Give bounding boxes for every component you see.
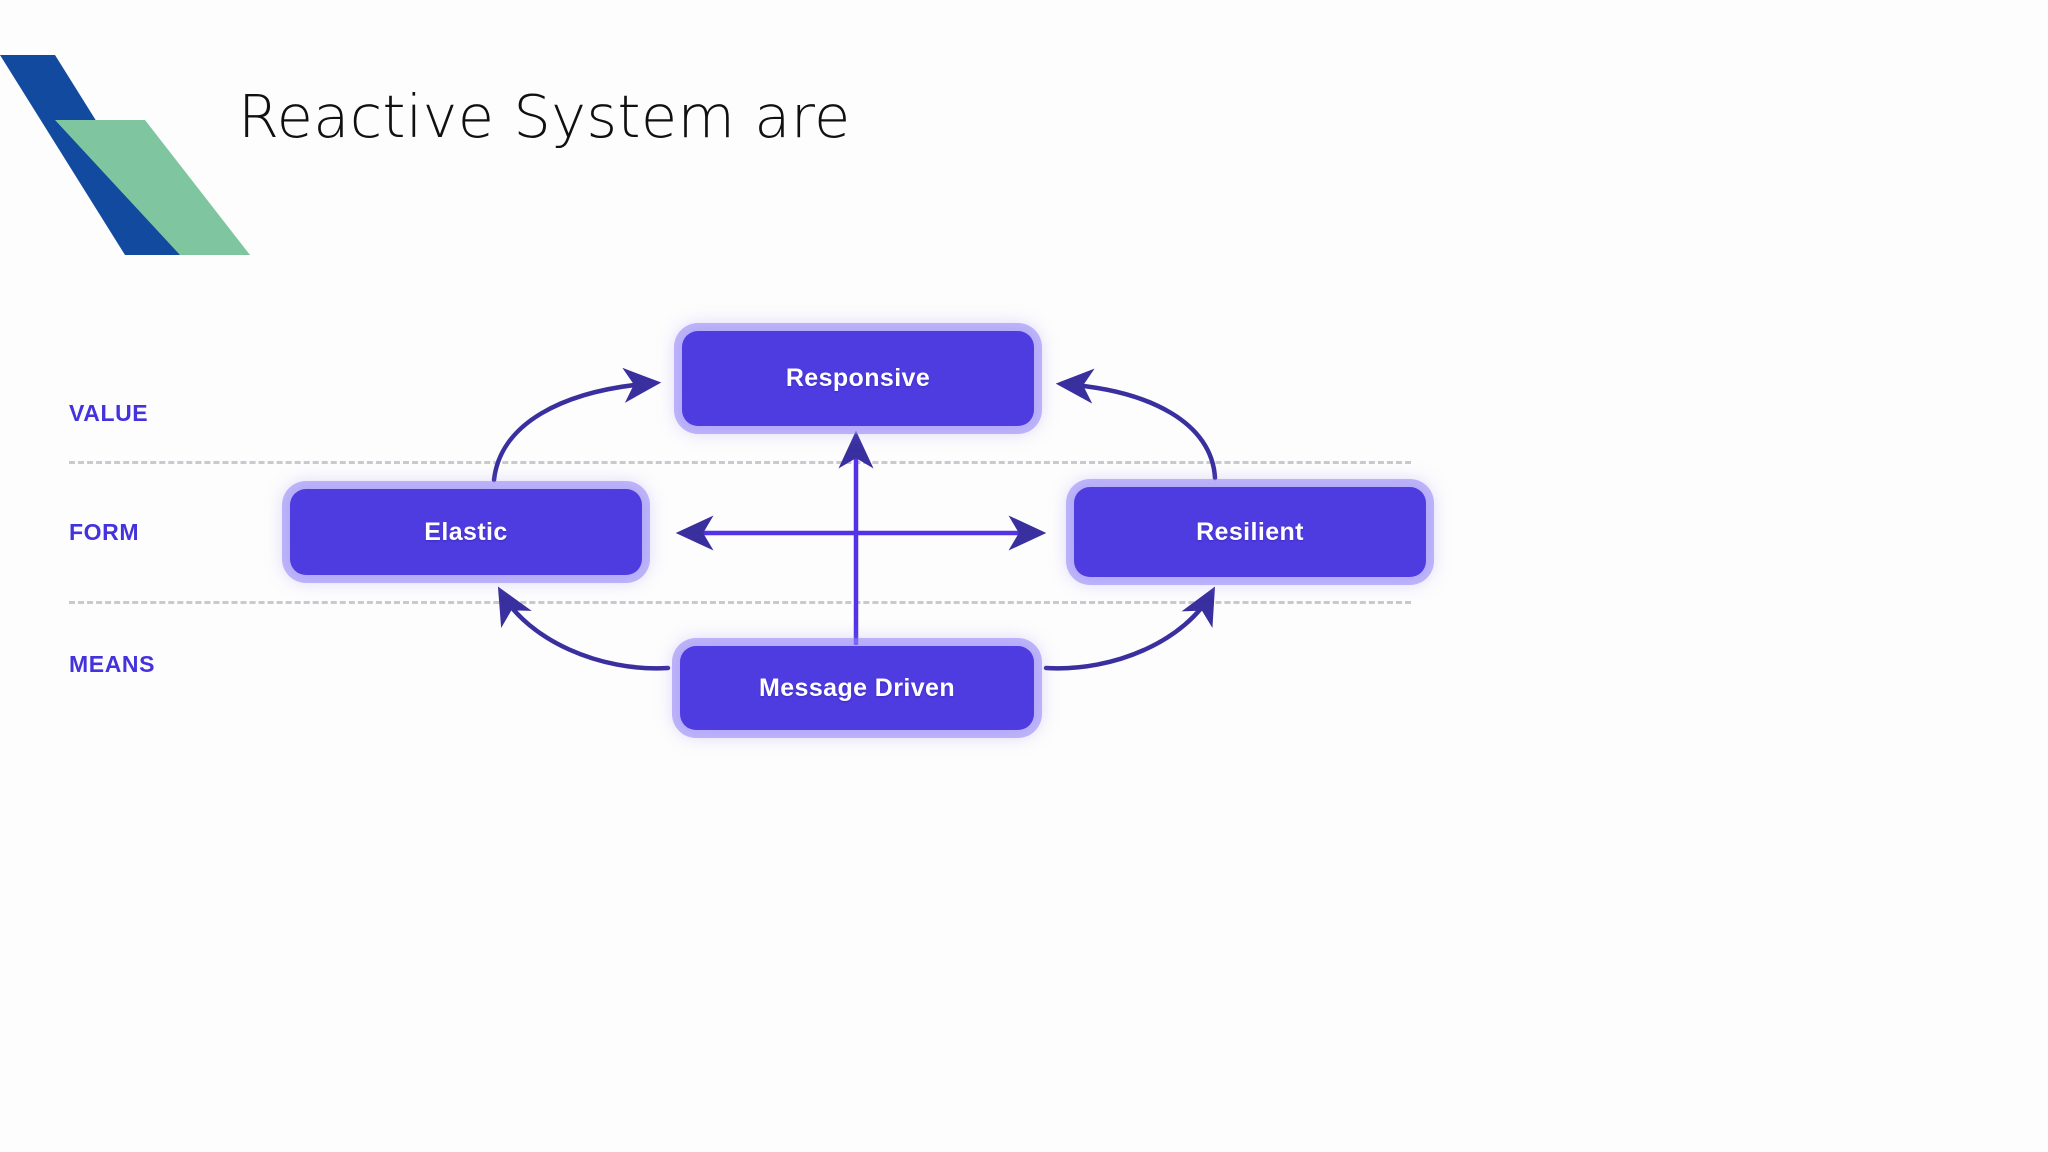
- divider-value-form: [69, 461, 1411, 464]
- node-responsive[interactable]: Responsive: [682, 331, 1034, 426]
- node-responsive-label: Responsive: [785, 364, 931, 392]
- page-title: Reactive System are: [238, 82, 851, 151]
- logo-green-parallelogram: [55, 120, 250, 255]
- corner-parallelogram-mark: [0, 55, 250, 255]
- row-label-value: VALUE: [69, 400, 149, 426]
- node-resilient[interactable]: Resilient: [1074, 487, 1426, 577]
- arrow-elastic-to-responsive: [491, 367, 662, 483]
- node-resilient-label: Resilient: [1196, 517, 1304, 546]
- node-message-driven[interactable]: Message Driven: [680, 646, 1034, 730]
- divider-form-means: [69, 601, 1411, 604]
- node-elastic-label: Elastic: [424, 517, 508, 546]
- logo-svg: [0, 55, 250, 255]
- row-label-form: FORM: [69, 519, 140, 545]
- node-message-driven-label: Message Driven: [759, 673, 955, 702]
- row-label-means: MEANS: [69, 651, 156, 677]
- node-elastic[interactable]: Elastic: [290, 489, 642, 575]
